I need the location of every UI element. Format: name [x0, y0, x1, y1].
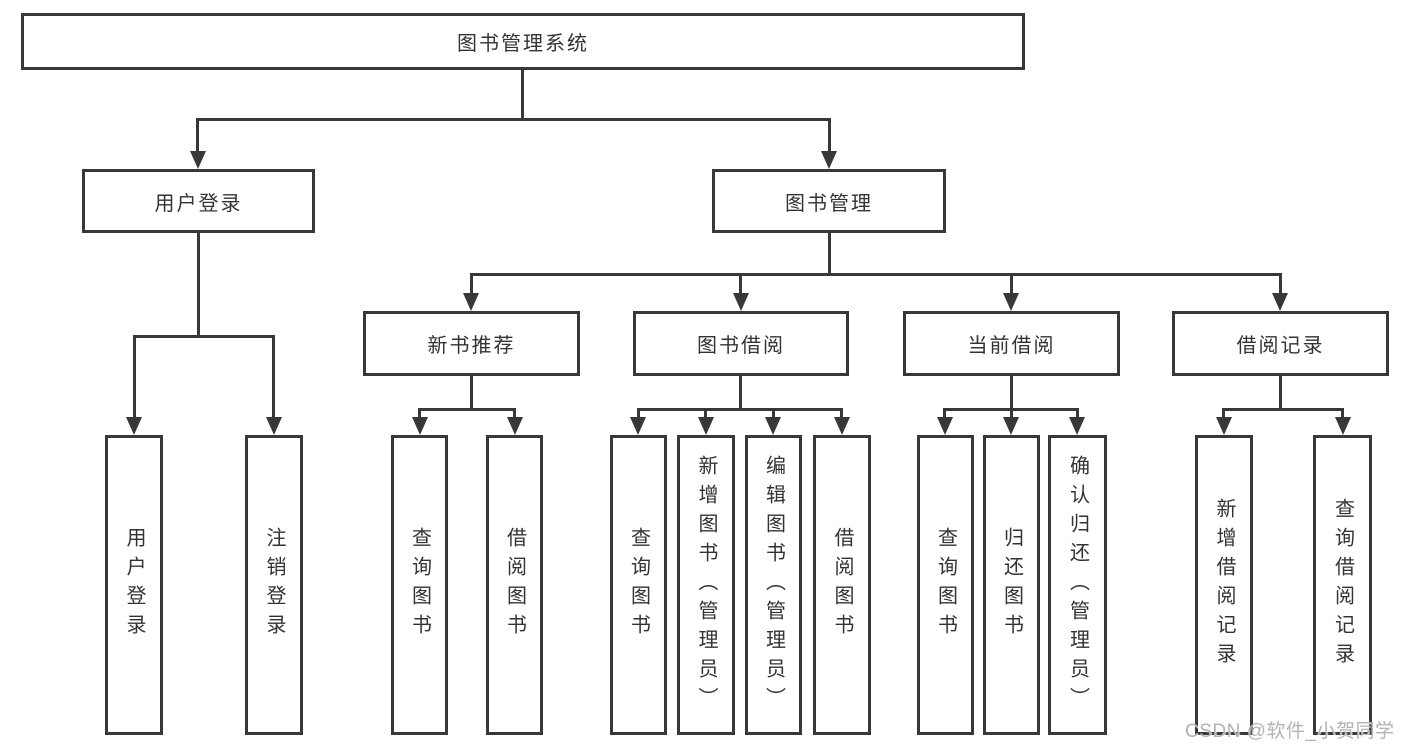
connector-line — [133, 335, 136, 417]
connector-line — [133, 335, 275, 338]
leaf-confirm-return-admin-label: 确认归还（管理员） — [1066, 454, 1089, 716]
connector-line — [1279, 273, 1282, 293]
leaf-borrow-book-1: 借阅图书 — [486, 435, 543, 735]
connector-line — [1341, 408, 1344, 417]
arrow-down-icon — [190, 151, 206, 169]
csdn-watermark: CSDN @软件_小贺同学 — [1185, 721, 1395, 742]
leaf-query-borrow-record: 查询借阅记录 — [1313, 435, 1372, 735]
node-borrow-record: 借阅记录 — [1172, 311, 1389, 376]
connector-line — [1222, 408, 1225, 417]
connector-line — [704, 408, 707, 417]
leaf-borrow-book-2-label: 借阅图书 — [831, 527, 853, 643]
leaf-query-borrow-record-label: 查询借阅记录 — [1331, 498, 1354, 672]
arrow-down-icon — [834, 417, 850, 435]
arrow-down-icon — [1335, 417, 1351, 435]
leaf-edit-book-admin-label: 编辑图书（管理员） — [762, 454, 785, 716]
node-book-management: 图书管理 — [712, 169, 946, 233]
arrow-down-icon — [1003, 293, 1019, 311]
connector-line — [1010, 408, 1013, 417]
connector-line — [1010, 273, 1013, 293]
node-borrow-record-label: 借阅记录 — [1236, 335, 1325, 357]
leaf-add-book-admin: 新增图书（管理员） — [677, 435, 735, 735]
node-root-label: 图书管理系统 — [457, 33, 589, 55]
connector-line — [470, 376, 473, 408]
arrow-down-icon — [1216, 417, 1232, 435]
leaf-add-book-admin-label: 新增图书（管理员） — [695, 454, 717, 716]
arrow-down-icon — [412, 417, 428, 435]
leaf-confirm-return-admin: 确认归还（管理员） — [1048, 435, 1107, 735]
arrow-down-icon — [1272, 293, 1288, 311]
connector-line — [1010, 376, 1013, 408]
leaf-add-borrow-record: 新增借阅记录 — [1195, 435, 1253, 735]
connector-line — [1222, 408, 1343, 411]
connector-line — [513, 408, 516, 417]
arrow-down-icon — [821, 151, 837, 169]
arrow-down-icon — [463, 293, 479, 311]
arrow-down-icon — [765, 417, 781, 435]
connector-line — [828, 233, 831, 273]
connector-line — [943, 408, 946, 417]
leaf-query-book-3-label: 查询图书 — [934, 527, 957, 643]
node-book-management-label: 图书管理 — [785, 192, 873, 215]
connector-line — [197, 233, 200, 335]
connector-line — [196, 118, 831, 121]
leaf-query-book-2-label: 查询图书 — [627, 527, 650, 643]
leaf-add-borrow-record-label: 新增借阅记录 — [1213, 498, 1235, 672]
arrow-down-icon — [630, 417, 646, 435]
leaf-edit-book-admin: 编辑图书（管理员） — [745, 435, 802, 735]
arrow-down-icon — [126, 417, 142, 435]
arrow-down-icon — [733, 293, 749, 311]
connector-line — [637, 408, 640, 417]
leaf-user-login-label: 用户登录 — [123, 527, 145, 643]
node-new-book-recommend-label: 新书推荐 — [427, 335, 516, 357]
leaf-return-book-label: 归还图书 — [1000, 527, 1023, 643]
connector-line — [272, 335, 275, 417]
arrow-down-icon — [266, 417, 282, 435]
connector-line — [418, 408, 421, 417]
leaf-logout-label: 注销登录 — [263, 527, 285, 643]
arrow-down-icon — [507, 417, 523, 435]
node-book-borrow: 图书借阅 — [633, 311, 849, 376]
node-new-book-recommend: 新书推荐 — [363, 311, 580, 376]
arrow-down-icon — [698, 417, 714, 435]
connector-line — [470, 273, 1281, 276]
leaf-logout: 注销登录 — [245, 435, 303, 735]
leaf-query-book-3: 查询图书 — [917, 435, 974, 735]
connector-line — [840, 408, 843, 417]
connector-line — [828, 118, 831, 151]
leaf-borrow-book-1-label: 借阅图书 — [503, 527, 526, 643]
connector-line — [196, 118, 199, 151]
arrow-down-icon — [937, 417, 953, 435]
leaf-query-book-1-label: 查询图书 — [408, 527, 431, 643]
connector-line — [418, 408, 516, 411]
leaf-user-login: 用户登录 — [105, 435, 163, 735]
connector-line — [772, 408, 775, 417]
connector-line — [637, 408, 843, 411]
connector-line — [739, 376, 742, 408]
connector-line — [1279, 376, 1282, 408]
connector-line — [739, 273, 742, 293]
leaf-query-book-2: 查询图书 — [610, 435, 667, 735]
leaf-query-book-1: 查询图书 — [391, 435, 448, 735]
node-root: 图书管理系统 — [21, 13, 1025, 70]
node-user-login-label: 用户登录 — [154, 192, 243, 215]
node-current-borrow-label: 当前借阅 — [967, 335, 1056, 357]
connector-line — [470, 273, 473, 293]
node-book-borrow-label: 图书借阅 — [697, 335, 785, 357]
node-current-borrow: 当前借阅 — [903, 311, 1120, 376]
node-user-login: 用户登录 — [82, 169, 315, 233]
arrow-down-icon — [1069, 417, 1085, 435]
leaf-borrow-book-2: 借阅图书 — [813, 435, 871, 735]
arrow-down-icon — [1003, 417, 1019, 435]
connector-line — [521, 70, 524, 118]
connector-line — [1076, 408, 1079, 417]
leaf-return-book: 归还图书 — [983, 435, 1040, 735]
